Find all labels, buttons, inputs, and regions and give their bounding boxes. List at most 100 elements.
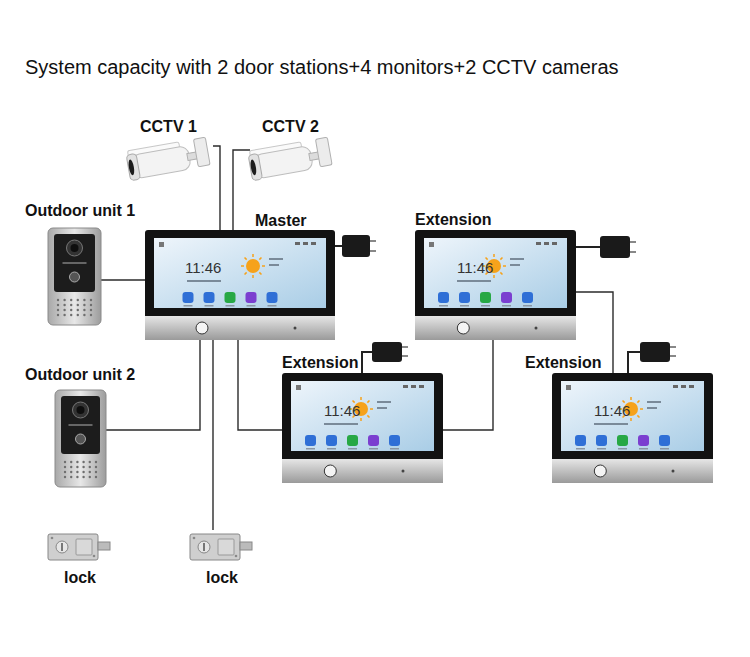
- monitor-figure-part: [241, 265, 244, 267]
- monitor-figure-part: [544, 242, 549, 245]
- monitor-figure-part: [145, 316, 335, 340]
- monitor-figure-part: [252, 275, 254, 278]
- monitor-figure-part: [367, 401, 369, 403]
- monitor-figure-part: [493, 254, 495, 257]
- cctv-camera-figure-part: [315, 137, 332, 167]
- cctv-camera-figure-part: [128, 159, 136, 176]
- monitor-figure-part: [246, 259, 260, 273]
- door-station-figure-part: [76, 466, 78, 468]
- monitor-figure-part: [187, 280, 221, 282]
- monitor-figure-part: [291, 381, 434, 451]
- monitor-figure-part: [510, 258, 524, 260]
- monitor-figure-part: [637, 415, 639, 417]
- door-station-figure-part: [77, 406, 85, 414]
- monitor-figure-part: [247, 305, 256, 307]
- power-adapter-part: [402, 346, 408, 348]
- monitor-figure-part: [522, 292, 533, 303]
- door-station-figure: [48, 228, 101, 325]
- monitor-figure-part: [225, 292, 236, 303]
- cctv-camera-figure-part: [250, 159, 258, 176]
- door-station-figure-part: [89, 461, 91, 463]
- door-station-figure-part: [64, 461, 66, 463]
- monitor-figure-part: [306, 448, 315, 450]
- door-station-figure-part: [77, 304, 79, 306]
- door-station-figure-part: [76, 471, 78, 473]
- monitor-figure-part: [552, 373, 713, 483]
- monitor-figure-part: [639, 448, 648, 450]
- monitor: Extension11:46: [552, 373, 713, 483]
- monitor-figure-part: [145, 230, 335, 340]
- device-label: Extension: [282, 353, 358, 372]
- monitor-figure-part: [457, 322, 469, 334]
- door-station-figure-part: [64, 466, 66, 468]
- monitor-figure-part: [367, 415, 369, 417]
- monitor-figure-part: [205, 305, 214, 307]
- monitor-figure-part: [673, 385, 678, 388]
- cctv-camera-figure-part: [193, 137, 210, 167]
- monitor-figure: [145, 230, 335, 340]
- electric-lock-figure-part: [76, 539, 92, 555]
- electric-lock-figure-part: [93, 555, 96, 558]
- monitor-figure-part: [269, 264, 279, 266]
- electric-lock-figure-part: [51, 537, 54, 540]
- wire-connector: [106, 340, 200, 430]
- door-station-figure-part: [89, 471, 91, 473]
- door-station-figure-part: [67, 240, 83, 256]
- monitor-figure-part: [659, 435, 670, 446]
- door-station-figure-part: [90, 309, 92, 311]
- door-station-figure-part: [71, 244, 79, 252]
- electric-lock-figure-part: [235, 555, 238, 558]
- monitor-drawing: [415, 230, 576, 340]
- door-station-figure-part: [63, 314, 65, 316]
- door-station-figure-part: [83, 314, 85, 316]
- door-station: Outdoor unit 1: [48, 228, 101, 325]
- monitor-figure-part: [480, 292, 491, 303]
- power-adapter-part: [628, 352, 640, 373]
- electric-lock: lock: [190, 530, 254, 562]
- monitor-figure-part: [282, 459, 443, 483]
- monitor-figure-part: [438, 292, 449, 303]
- door-station-figure-part: [63, 309, 65, 311]
- cctv-camera: CCTV 1: [128, 138, 213, 182]
- monitor-figure: [415, 230, 576, 340]
- monitor-figure-part: [377, 401, 391, 403]
- monitor-figure-part: [326, 435, 337, 446]
- wire-connector: [233, 150, 250, 230]
- monitor-figure-part: [259, 272, 261, 274]
- screen-clock: 11:46: [324, 402, 360, 420]
- monitor-figure-part: [415, 230, 576, 340]
- device-label: CCTV 2: [262, 117, 319, 136]
- monitor-figure-part: [617, 435, 628, 446]
- power-adapter-part: [372, 342, 402, 362]
- cctv-camera-drawing: [128, 138, 213, 182]
- monitor-figure-part: [523, 305, 532, 307]
- device-label: Master: [255, 211, 307, 230]
- door-station-figure-part: [95, 471, 97, 473]
- monitor-figure-part: [295, 242, 300, 245]
- monitor-figure-part: [226, 305, 235, 307]
- monitor-figure-part: [424, 238, 567, 308]
- screen-clock: 11:46: [457, 259, 493, 277]
- power-adapter-part: [670, 355, 676, 357]
- monitor-figure-part: [377, 407, 387, 409]
- monitor-figure-part: [552, 459, 713, 483]
- monitor-figure-part: [411, 385, 416, 388]
- monitor-figure-part: [439, 305, 448, 307]
- monitor-figure-part: [630, 418, 632, 421]
- monitor-figure-part: [305, 435, 316, 446]
- power-adapter: [575, 236, 636, 258]
- monitor-figure-part: [282, 373, 443, 483]
- door-station-figure-part: [77, 309, 79, 311]
- monitor-figure-part: [535, 327, 538, 330]
- power-adapter: [628, 342, 676, 373]
- monitor-figure-part: [245, 272, 247, 274]
- door-station-figure-part: [70, 272, 80, 282]
- monitor-figure-part: [681, 385, 686, 388]
- monitor-figure-part: [347, 435, 358, 446]
- electric-lock: lock: [48, 530, 112, 562]
- monitor-figure-part: [369, 448, 378, 450]
- cctv-camera-figure-part: [126, 153, 140, 180]
